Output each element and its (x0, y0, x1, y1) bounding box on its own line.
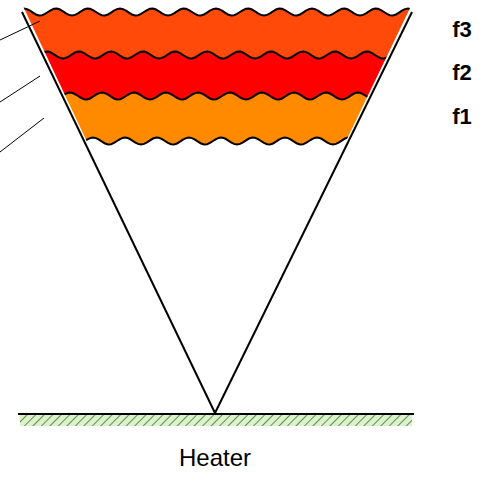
band-label: f2 (452, 62, 472, 84)
heater-surface (18, 413, 414, 415)
band-border (0, 52, 429, 59)
heater-label: Heater (179, 446, 251, 470)
leader-line (0, 118, 44, 152)
leader-line (0, 76, 40, 102)
band-label: f3 (452, 19, 472, 41)
band-label: f1 (452, 106, 472, 128)
cone-edge (215, 12, 412, 413)
band-border (0, 138, 429, 145)
leader-line (0, 21, 40, 40)
band-borders (0, 9, 429, 145)
cone-edge (22, 12, 215, 413)
flame-band (0, 52, 429, 100)
band-border (0, 9, 429, 16)
heater-hatch (20, 415, 412, 426)
flame-band (0, 9, 429, 59)
flame-bands (0, 9, 429, 145)
